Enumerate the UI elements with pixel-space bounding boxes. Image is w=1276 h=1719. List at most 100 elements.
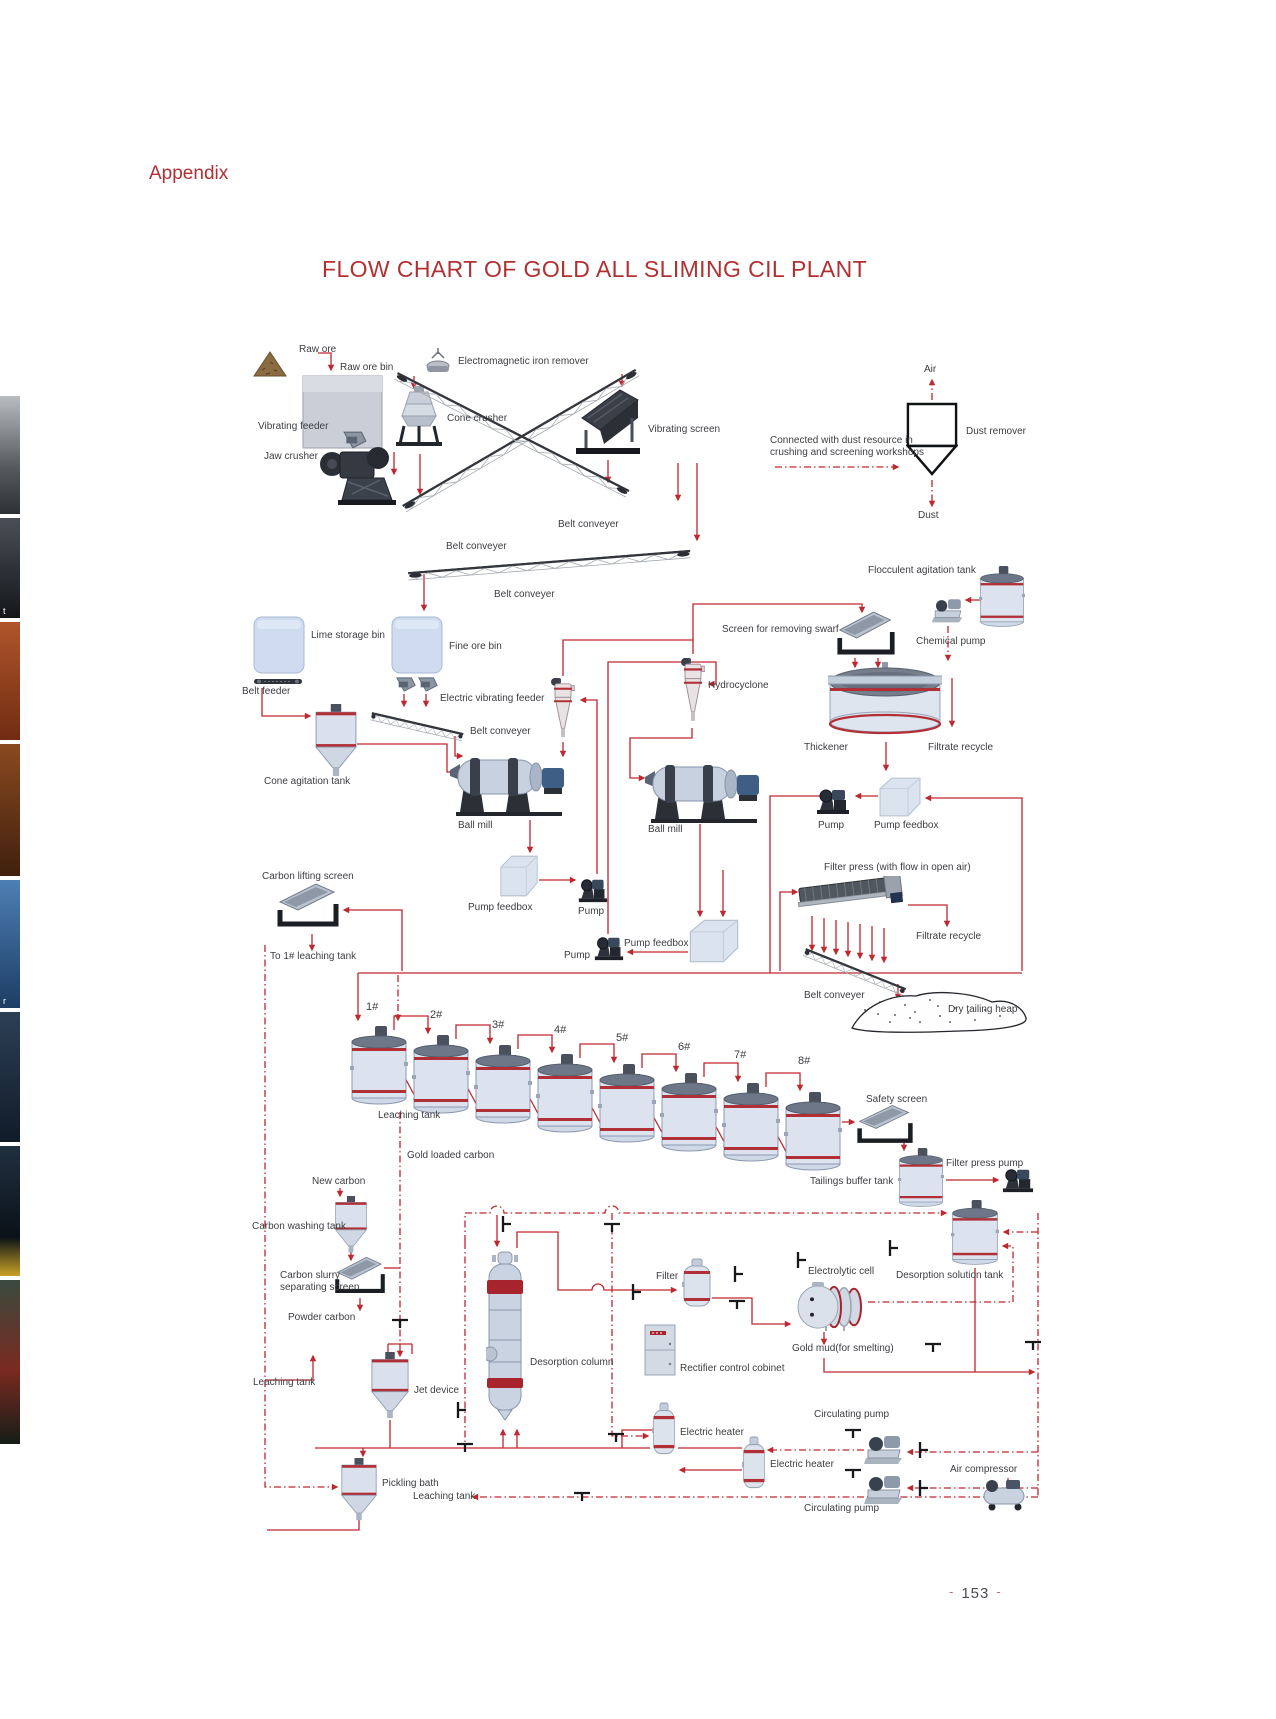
label-belt-conveyer-1: Belt conveyer [558, 519, 619, 530]
label-electric-vibrating-feeder: Electric vibrating feeder [440, 693, 545, 704]
belt-feeder-icon [254, 678, 302, 685]
label-tailings-buffer-tank: Tailings buffer tank [810, 1176, 894, 1187]
label-desorption-solution-tank: Desorption solution tank [896, 1270, 1004, 1281]
label-tank-3: 3# [492, 1019, 505, 1031]
label-pump-2: Pump [564, 950, 591, 961]
label-tank-1: 1# [366, 1001, 379, 1013]
jaw-crusher-icon [319, 446, 397, 506]
label-carbon-lifting-screen: Carbon lifting screen [262, 871, 354, 882]
electric-vibrating-feeder-icon [418, 677, 438, 692]
lime-storage-bin-icon [253, 616, 305, 674]
label-safety-screen: Safety screen [866, 1094, 928, 1105]
photo-thumbnail [0, 744, 20, 876]
pump-icon [594, 937, 624, 961]
page-number-value: 153 [961, 1585, 990, 1602]
label-chemical-pump: Chemical pump [916, 636, 986, 647]
ball-mill-icon [645, 764, 760, 824]
cone-agitation-tank-icon [315, 704, 357, 777]
label-gold-mud: Gold mud(for smelting) [792, 1343, 894, 1354]
belt-conveyer-icon [802, 948, 907, 997]
fine-ore-bin-icon [391, 616, 443, 674]
filter-press-icon [798, 876, 904, 915]
raw-ore-bin-icon [302, 375, 383, 449]
iron-remover-icon [426, 348, 450, 373]
desorption-solution-tank-icon [951, 1200, 999, 1265]
thumbnail-caption-fragment: r [3, 996, 6, 1006]
pickling-bath-icon [341, 1458, 377, 1521]
label-pump-feedbox-2: Pump feedbox [624, 938, 689, 949]
label-tank-4: 4# [554, 1024, 567, 1036]
hydrocyclone-icon [551, 678, 575, 738]
page-number-dash: - [949, 1584, 955, 1599]
label-hydrocyclone: Hydrocyclone [708, 680, 769, 691]
circulating-pump-icon [864, 1435, 903, 1465]
pump-feedbox-icon [689, 919, 739, 963]
label-cone-agitation-tank: Cone agitation tank [264, 776, 351, 787]
flocculent-agitation-tank-icon [979, 566, 1025, 627]
air-compressor-icon [983, 1479, 1025, 1511]
filter-press-pump-icon [1002, 1169, 1034, 1193]
label-dust-remover: Dust remover [966, 426, 1027, 437]
label-new-carbon: New carbon [312, 1176, 366, 1187]
jet-device-icon [371, 1352, 409, 1419]
label-raw-ore: Raw ore [299, 344, 337, 355]
label-ball-mill-2: Ball mill [648, 824, 683, 835]
leaching-tank-icon [474, 1045, 532, 1124]
appendix-heading: Appendix [149, 163, 229, 184]
label-ball-mill-1: Ball mill [458, 820, 493, 831]
photo-thumbnail [0, 622, 20, 740]
label-lime-storage-bin: Lime storage bin [311, 630, 385, 641]
label-filter-press-pump: Filter press pump [946, 1158, 1024, 1169]
label-to-1-leaching-tank: To 1# leaching tank [270, 951, 357, 962]
belt-conveyer-icon [393, 372, 630, 499]
label-air: Air [924, 364, 937, 375]
equipment-glyphs [253, 348, 1034, 1521]
label-rectifier-control-cobinet: Rectifier control cobinet [680, 1363, 785, 1374]
label-pump-feedbox-3: Pump feedbox [874, 820, 939, 831]
label-dry-tailing-heap: Dry tailing heap [948, 1004, 1018, 1015]
page-number: -153- [942, 1584, 1009, 1602]
label-belt-feeder: Belt feeder [242, 686, 291, 697]
leaching-tank-icon [660, 1073, 718, 1152]
circulating-pump-icon [864, 1475, 903, 1505]
label-pump-1: Pump [578, 906, 605, 917]
label-electric-heater-2: Electric heater [770, 1459, 834, 1470]
label-jet-device: Jet device [414, 1385, 460, 1396]
flow-lines-dashed [264, 378, 1039, 1501]
photo-thumbnail: r [0, 880, 20, 1008]
label-circulating-pump-2: Circulating pump [804, 1503, 880, 1514]
label-tank-5: 5# [616, 1032, 629, 1044]
pump-feedbox-icon [500, 855, 538, 897]
leaching-tank-icon [536, 1054, 594, 1133]
tailings-buffer-tank-icon [898, 1148, 944, 1207]
label-fine-ore-bin: Fine ore bin [449, 641, 502, 652]
label-vibrating-screen: Vibrating screen [648, 424, 721, 435]
label-belt-conveyer-3: Belt conveyer [494, 589, 555, 600]
dry-tailing-heap-icon [851, 992, 1027, 1033]
rectifier-control-cabinet-icon [644, 1324, 676, 1376]
page-number-dash: - [996, 1584, 1002, 1599]
label-flocculent-agitation-tank: Flocculent agitation tank [868, 565, 976, 576]
filter-icon [682, 1258, 711, 1307]
swarf-screen-icon [840, 612, 893, 652]
leaching-tank-icon [598, 1064, 656, 1143]
label-air-compressor: Air compressor [950, 1464, 1018, 1475]
electric-heater-icon [742, 1436, 765, 1489]
label-carbon-washing-tank: Carbon washing tank [252, 1221, 346, 1232]
label-powder-carbon: Powder carbon [288, 1312, 356, 1323]
label-dust-note: Connected with dust resource in crushing… [770, 435, 924, 459]
label-filter: Filter [656, 1271, 679, 1282]
page-title: FLOW CHART OF GOLD ALL SLIMING CIL PLANT [322, 256, 868, 282]
label-jaw-crusher: Jaw crusher [264, 451, 318, 462]
label-pump-feedbox-1: Pump feedbox [468, 902, 533, 913]
pump-icon [578, 879, 608, 903]
raw-ore-pile-icon [253, 351, 287, 377]
thickener-icon [828, 660, 942, 735]
leaching-tank-icon [412, 1035, 470, 1114]
label-gold-loaded-carbon: Gold loaded carbon [407, 1150, 495, 1161]
label-filter-press: Filter press (with flow in open air) [824, 862, 971, 873]
label-tank-2: 2# [430, 1009, 443, 1021]
label-electromagnetic-iron-remover: Electromagnetic iron remover [458, 356, 589, 367]
